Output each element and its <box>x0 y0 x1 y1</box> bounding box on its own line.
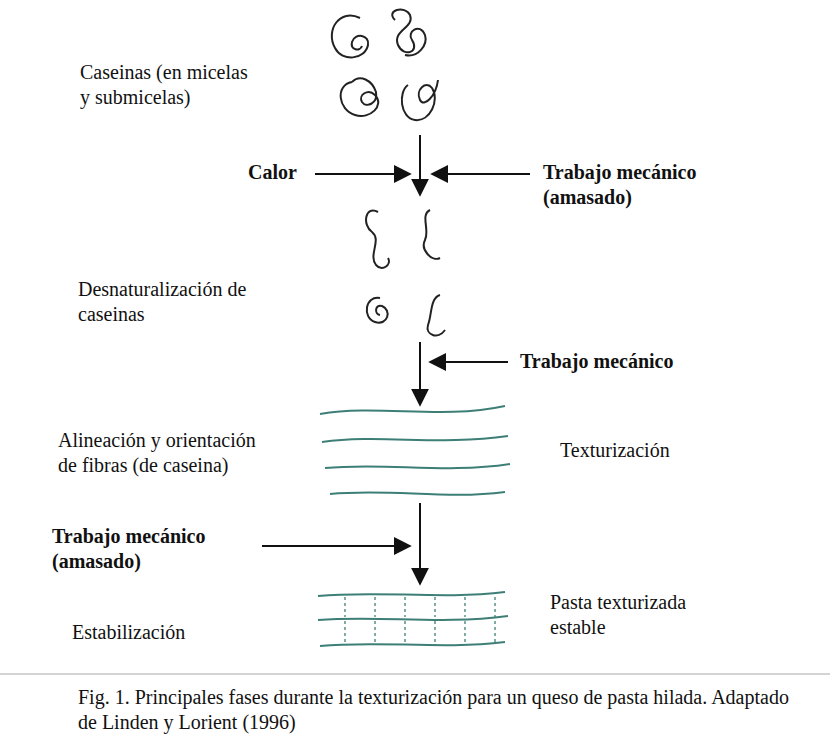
input-label: Calor <box>248 160 318 185</box>
stable-network <box>318 592 508 646</box>
figure-caption: Fig. 1. Principales fases durante la tex… <box>78 685 790 735</box>
stage-label: Estabilización <box>72 620 232 645</box>
input-label: Trabajo mecánico <box>520 349 710 374</box>
flow-arrows <box>262 135 530 584</box>
phase-label: Texturización <box>560 438 720 463</box>
input-label: Trabajo mecánico (amasado) <box>52 524 224 574</box>
input-label: Trabajo mecánico (amasado) <box>543 160 715 210</box>
casein-fibres <box>320 406 510 495</box>
denatured-caseins <box>366 210 445 335</box>
phase-label: Pasta texturizada estable <box>550 590 705 640</box>
stage-label: Alineación y orientación de fibras (de c… <box>58 428 276 478</box>
stage-label: Desnaturalización de caseinas <box>78 277 266 327</box>
stage-label: Caseinas (en micelas y submicelas) <box>80 60 258 110</box>
casein-micelles <box>332 10 438 121</box>
caption-rule <box>0 674 830 675</box>
